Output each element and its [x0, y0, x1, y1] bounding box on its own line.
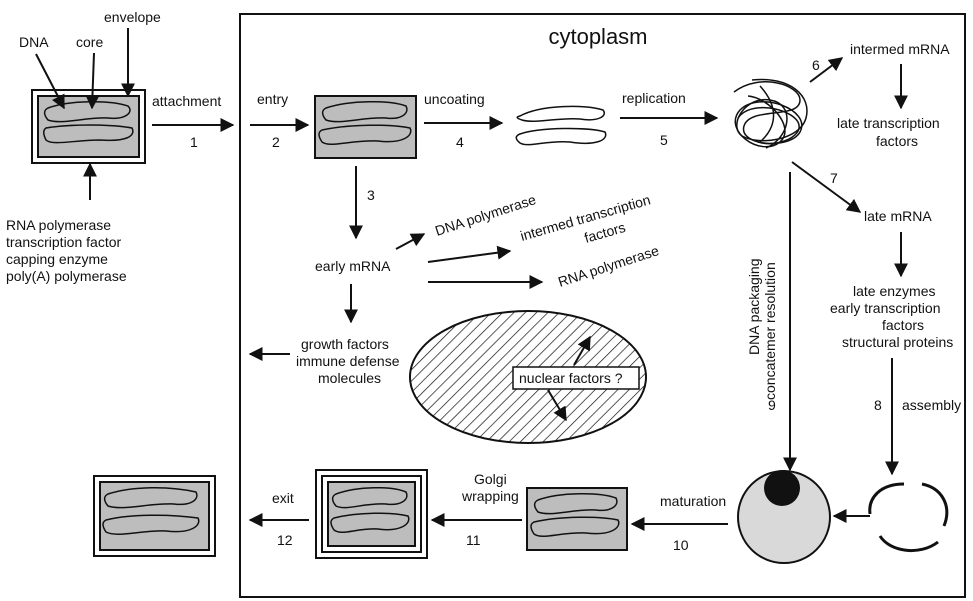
- step-6: 6: [812, 57, 820, 73]
- replication-label: replication: [622, 90, 686, 106]
- concatemer-dna: [734, 79, 807, 148]
- step-9: 9: [768, 397, 776, 413]
- molecules-label: molecules: [318, 370, 381, 386]
- intermed-mrna-label: intermed mRNA: [850, 41, 950, 57]
- maturation-label: maturation: [660, 493, 726, 509]
- entry-label: entry: [257, 91, 288, 107]
- late-tf-label-1: late transcription: [837, 115, 940, 131]
- late-tf-label-2: factors: [876, 133, 918, 149]
- step-7-arrow: [792, 162, 860, 212]
- cytoplasm-title: cytoplasm: [548, 24, 647, 49]
- late-mrna-label: late mRNA: [864, 208, 932, 224]
- enzyme-polya-polymerase: poly(A) polymerase: [6, 268, 127, 284]
- wrapping-label: wrapping: [461, 488, 519, 504]
- growth-factors-label: growth factors: [301, 336, 389, 352]
- nucleoid: [764, 470, 800, 506]
- immune-defense-label: immune defense: [296, 353, 400, 369]
- enzyme-transcription-factor: transcription factor: [6, 234, 121, 250]
- factors-label: factors: [882, 317, 924, 333]
- concatemer-resolution-label: concatemer resolution: [762, 262, 778, 400]
- rna-polymerase-label: RNA polymerase: [556, 242, 661, 290]
- arrow-to-intermed-tf: [428, 251, 510, 262]
- structural-proteins-label: structural proteins: [842, 334, 953, 350]
- attachment-label: attachment: [152, 93, 221, 109]
- step-7: 7: [830, 170, 838, 186]
- step-11: 11: [466, 532, 481, 548]
- extracellular-virion: [94, 476, 215, 556]
- crescent-membranes: [870, 484, 947, 551]
- step-5: 5: [660, 132, 668, 148]
- step-3: 3: [367, 187, 375, 203]
- step-1: 1: [190, 134, 198, 150]
- step-8: 8: [874, 397, 882, 413]
- envelope-label: envelope: [104, 9, 161, 25]
- step-12: 12: [277, 532, 293, 548]
- naked-dna: [516, 106, 605, 144]
- step-2: 2: [272, 134, 280, 150]
- arrow-to-dna-polymerase: [396, 234, 424, 249]
- dna-packaging-label: DNA packaging: [746, 258, 762, 355]
- assembly-label: assembly: [902, 397, 961, 413]
- golgi-label: Golgi: [474, 471, 507, 487]
- enzyme-rna-polymerase: RNA polymerase: [6, 217, 111, 233]
- early-mrna-label: early mRNA: [315, 258, 391, 274]
- step-4: 4: [456, 134, 464, 150]
- step-10: 10: [673, 537, 689, 553]
- exit-label: exit: [272, 490, 294, 506]
- core-label: core: [76, 34, 103, 50]
- intracellular-core: [315, 96, 416, 158]
- mature-virion: [527, 488, 627, 550]
- enveloped-virion: [32, 90, 145, 163]
- late-enzymes-label: late enzymes: [853, 283, 935, 299]
- dna-label: DNA: [19, 34, 49, 50]
- enzyme-capping-enzyme: capping enzyme: [6, 251, 108, 267]
- wrapped-virion: [316, 470, 427, 558]
- nuclear-factors-label: nuclear factors ?: [519, 370, 623, 386]
- early-tf-label: early transcription: [830, 300, 941, 316]
- uncoating-label: uncoating: [424, 91, 485, 107]
